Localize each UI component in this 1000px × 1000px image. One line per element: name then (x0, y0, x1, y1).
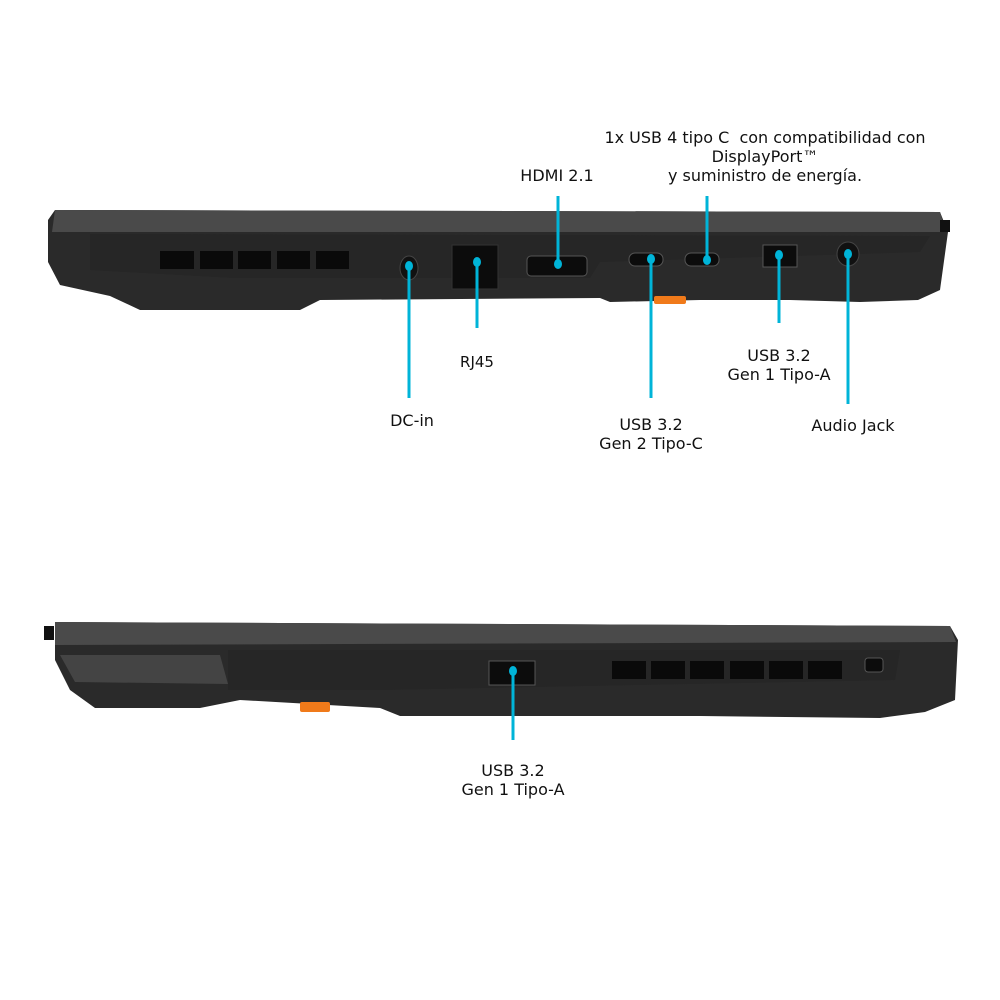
orange-foot (300, 702, 330, 712)
label-rj45: RJ45 (460, 353, 494, 371)
callout-lines-left (407, 196, 850, 404)
label-hdmi: HDMI 2.1 (520, 166, 594, 185)
laptop-right-side (44, 622, 958, 718)
label-audio-jack: Audio Jack (811, 416, 895, 435)
usb4-port (684, 252, 720, 267)
vent-grille (612, 661, 842, 679)
rj45-port (451, 244, 499, 290)
orange-foot (654, 296, 686, 304)
label-dc-in: DC-in (390, 411, 434, 430)
callout-dots-left (405, 249, 852, 271)
kensington-lock (864, 657, 884, 673)
vent-grille (160, 251, 349, 269)
laptop-left-side (48, 210, 950, 310)
usb-c-gen2-port (628, 252, 664, 267)
callout-dot-right (509, 666, 517, 676)
